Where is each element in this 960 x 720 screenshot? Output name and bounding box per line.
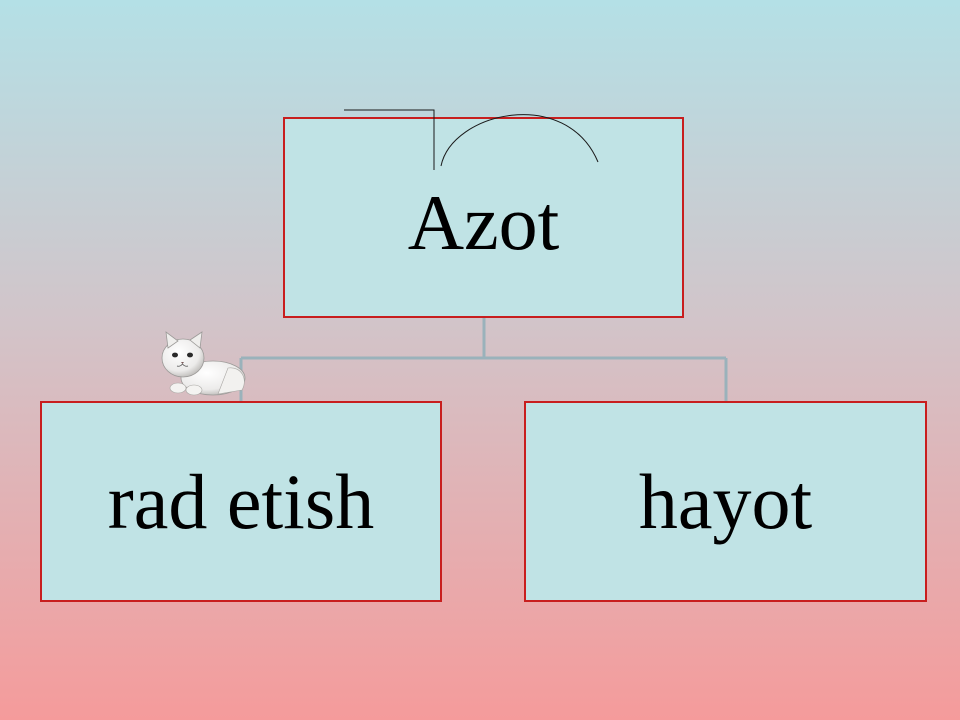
cat-clipart-icon — [161, 331, 246, 396]
child-node-hayot[interactable]: hayot — [524, 401, 927, 602]
child-node-label: rad etish — [107, 457, 375, 545]
child-node-rad-etish[interactable]: rad etish — [40, 401, 442, 602]
root-node-azot[interactable]: Azot — [283, 117, 684, 318]
child-node-label: hayot — [638, 457, 813, 545]
root-node-label: Azot — [407, 178, 560, 266]
